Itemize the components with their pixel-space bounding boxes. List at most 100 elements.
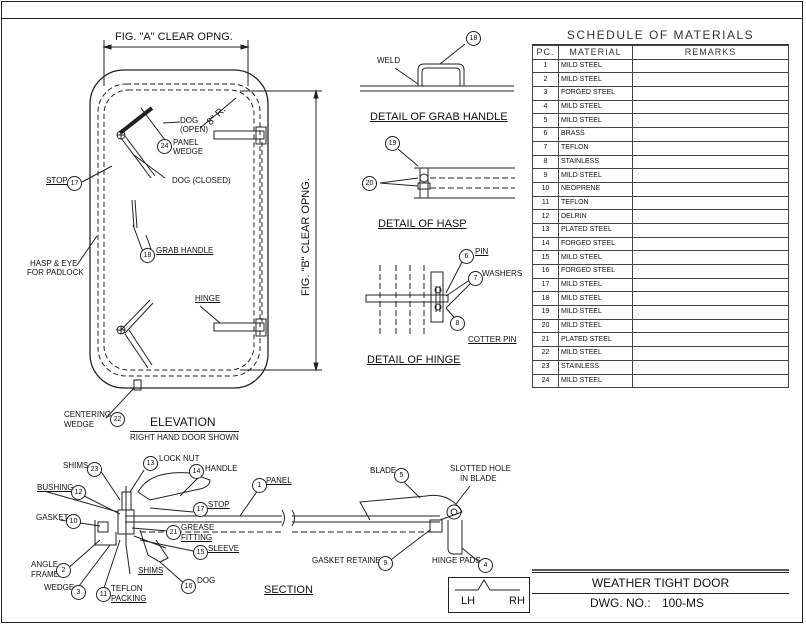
schedule-header-row: PC. MATERIAL REMARKS: [532, 45, 789, 60]
schedule-pc-cell: 9: [532, 168, 559, 183]
schedule-pc-cell: 24: [532, 373, 559, 389]
dog-label: DOG: [197, 576, 216, 585]
bubble-18: 18: [140, 248, 155, 263]
schedule-pc-cell: 22: [532, 346, 559, 361]
bubble-8: 8: [450, 316, 465, 331]
hand-box: LH RH: [448, 577, 530, 613]
bubble-24: 24: [157, 139, 172, 154]
lock-nut-label: LOCK NUT: [159, 454, 200, 463]
gasket-label: GASKET: [36, 513, 69, 522]
schedule-remarks-cell: [632, 127, 789, 142]
dog-closed-label: DOG (CLOSED): [172, 176, 231, 185]
schedule-material-cell: NEOPRENE: [558, 181, 633, 197]
hasp-padlock-label: FOR PADLOCK: [27, 268, 84, 277]
blade-label: BLADE: [370, 466, 397, 475]
schedule-remarks-cell: [632, 318, 789, 334]
bubble-22: 22: [110, 412, 125, 427]
hand-symbol: [455, 579, 520, 591]
schedule-pc-cell: 10: [532, 181, 559, 197]
top-border-line: [1, 18, 803, 19]
bubble-3: 3: [71, 585, 86, 600]
bubble-1: 1: [252, 478, 267, 493]
wedge-label: WEDGE: [173, 147, 204, 156]
bubble-21: 21: [166, 525, 181, 540]
schedule-material-cell: DELRIN: [558, 209, 633, 224]
schedule-material-cell: TEFLON: [558, 140, 633, 156]
schedule-pc-cell: 19: [532, 305, 559, 320]
elevation-title: ELEVATION: [150, 415, 216, 429]
schedule-remarks-cell: [632, 236, 789, 252]
drawing-title: WEATHER TIGHT DOOR: [532, 572, 789, 594]
centering-label: CENTERING: [64, 410, 112, 419]
schedule-material-cell: STAINLESS: [558, 154, 633, 170]
grease-label: GREASE: [181, 523, 215, 532]
schedule-remarks-cell: [632, 277, 789, 293]
bubble-7: 7: [468, 271, 483, 286]
bubble-13: 13: [143, 456, 158, 471]
title-block: WEATHER TIGHT DOOR DWG. NO.: 100-MS: [532, 572, 789, 612]
hasp-label: HASP & EYE: [30, 259, 78, 268]
fig-b-label: FIG. "B" CLEAR OPNG.: [300, 178, 312, 296]
header-pc: PC.: [532, 45, 559, 60]
schedule-pc-cell: 20: [532, 318, 559, 334]
schedule-pc-cell: 13: [532, 222, 559, 238]
schedule-remarks-cell: [632, 222, 789, 238]
grab-handle-label: GRAB HANDLE: [156, 246, 214, 255]
schedule-pc-cell: 11: [532, 195, 559, 211]
schedule-pc-cell: 4: [532, 99, 559, 115]
in-blade-label: IN BLADE: [460, 474, 497, 483]
schedule-material-cell: MILD STEEL: [558, 168, 633, 183]
schedule-material-cell: MILD STEEL: [558, 305, 633, 320]
schedule-pc-cell: 16: [532, 264, 559, 279]
schedule-title: SCHEDULE OF MATERIALS: [532, 27, 789, 45]
bubble-15: 15: [193, 545, 208, 560]
lh-label: LH: [461, 595, 476, 607]
handle-label: HANDLE: [205, 464, 238, 473]
schedule-remarks-cell: [632, 113, 789, 129]
schedule-pc-cell: 15: [532, 250, 559, 265]
header-material: MATERIAL: [558, 45, 633, 60]
schedule-pc-cell: 12: [532, 209, 559, 224]
schedule-remarks-cell: [632, 332, 789, 348]
schedule-material-cell: PLATED STEEL: [558, 332, 633, 348]
stop-label: STOP: [46, 176, 68, 185]
hasp-detail-title: DETAIL OF HASP: [378, 218, 467, 230]
schedule-material-cell: BRASS: [558, 127, 633, 142]
section-stop-label: STOP: [208, 500, 230, 509]
schedule-remarks-cell: [632, 72, 789, 88]
schedule-material-cell: TEFLON: [558, 195, 633, 211]
elevation-door: [76, 40, 322, 419]
schedule-pc-cell: 5: [532, 113, 559, 129]
bubble-6: 6: [459, 249, 474, 264]
section-view: [43, 469, 485, 592]
schedule-remarks-cell: [632, 154, 789, 170]
shims-label: SHIMS: [63, 461, 89, 470]
schedule-pc-cell: 8: [532, 154, 559, 170]
section-title: SECTION: [264, 584, 313, 596]
grab-handle-detail-title: DETAIL OF GRAB HANDLE: [370, 111, 508, 123]
schedule-material-cell: MILD STEEL: [558, 99, 633, 115]
frame-label: FRAME: [31, 570, 59, 579]
section-wedge-label: WEDGE: [44, 583, 75, 592]
schedule-remarks-cell: [632, 264, 789, 279]
schedule-pc-cell: 2: [532, 72, 559, 88]
schedule-remarks-cell: [632, 291, 789, 307]
bubble-16: 16: [181, 579, 196, 594]
schedule-remarks-cell: [632, 209, 789, 224]
header-remarks: REMARKS: [632, 45, 789, 60]
hinge-label: HINGE: [195, 294, 221, 303]
bubble-23: 23: [87, 462, 102, 477]
bubble-10: 10: [66, 514, 81, 529]
